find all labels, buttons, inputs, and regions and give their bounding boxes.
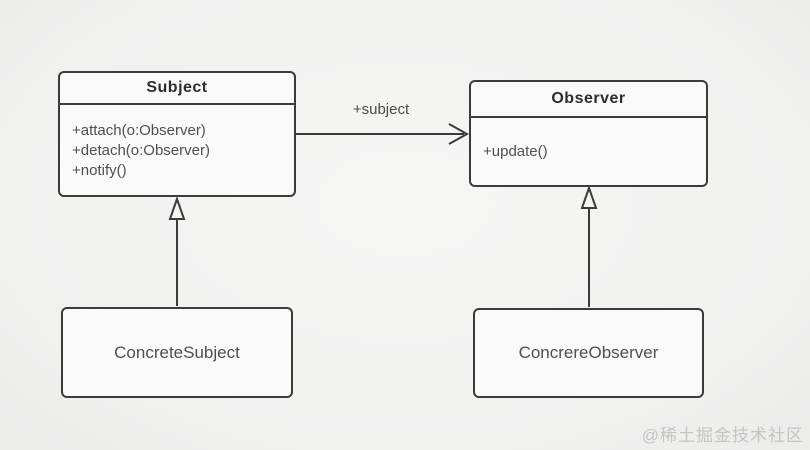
subject-class-title: Subject [60, 73, 294, 105]
subject-class-box: Subject +attach(o:Observer) +detach(o:Ob… [58, 71, 296, 197]
observer-method-update: +update() [483, 143, 548, 160]
subject-class-methods: +attach(o:Observer) +detach(o:Observer) … [60, 105, 294, 181]
watermark: @稀土掘金技术社区 [641, 426, 804, 445]
observer-class-box: Observer +update() [469, 80, 708, 187]
subject-method-notify: +notify() [72, 162, 127, 179]
observer-class-title: Observer [471, 82, 706, 118]
concrete-subject-class-box: ConcreteSubject [61, 307, 293, 398]
concrete-observer-class-box: ConcrereObserver [473, 308, 704, 398]
observer-class-methods: +update() [471, 118, 706, 162]
concrete-observer-class-title: ConcrereObserver [518, 343, 659, 362]
subject-method-detach: +detach(o:Observer) [72, 142, 210, 159]
concrete-subject-class-title: ConcreteSubject [114, 342, 240, 362]
inheritance-arrow-concrete-observer [580, 184, 598, 307]
association-label: +subject [352, 101, 410, 118]
association-arrow-subject-to-observer [296, 123, 470, 145]
inheritance-arrow-concrete-subject [168, 195, 186, 306]
subject-method-attach: +attach(o:Observer) [72, 122, 206, 139]
